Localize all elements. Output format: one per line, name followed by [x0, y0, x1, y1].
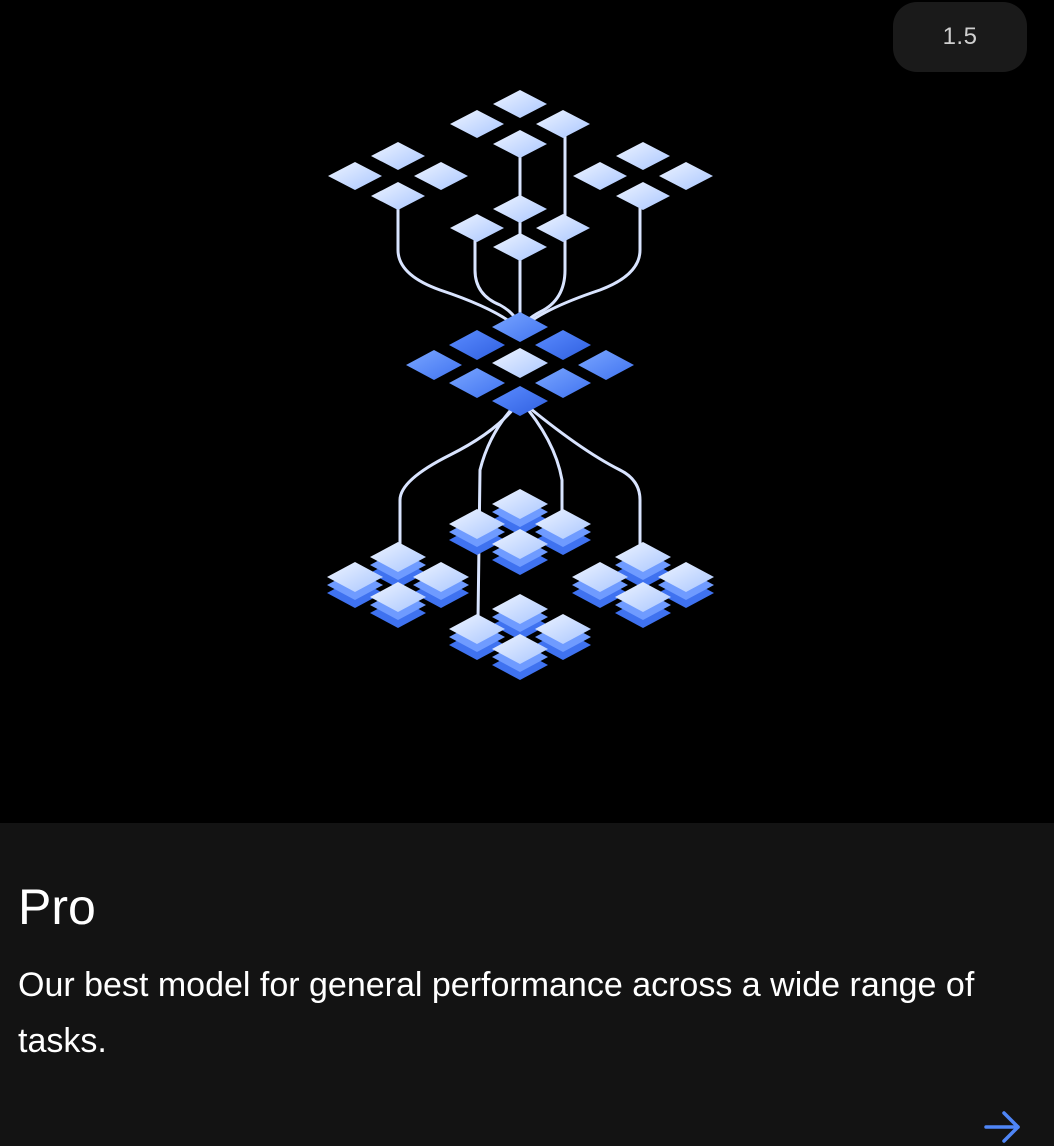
model-description: Our best model for general performance a… — [18, 966, 975, 1060]
version-badge: 1.5 — [893, 2, 1027, 72]
model-title: Pro — [18, 879, 96, 935]
arrow-right-icon[interactable] — [982, 1105, 1024, 1145]
card-info-panel: Pro Our best model for general performan… — [0, 823, 1054, 1146]
network-illustration — [327, 90, 714, 680]
hero-illustration-area: 1.5 — [327, 2, 1027, 680]
